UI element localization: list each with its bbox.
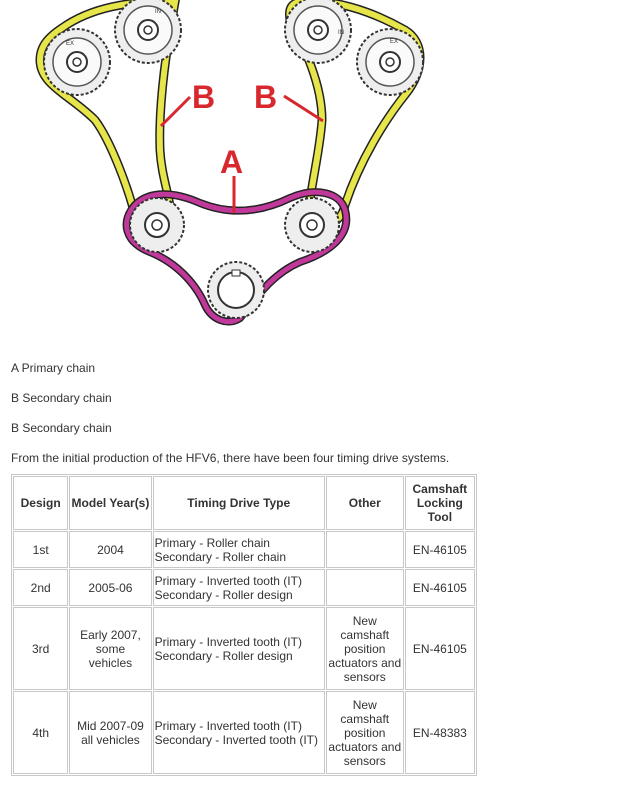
year-cell: 2004 <box>69 531 152 568</box>
label-b-left: B <box>192 79 215 115</box>
table-row: 2nd 2005-06 Primary - Inverted tooth (IT… <box>13 569 475 606</box>
label-a-callout: A <box>220 144 243 213</box>
right-intake-cam-sprocket: IN <box>284 0 352 64</box>
tool-cell: EN-48383 <box>404 691 475 774</box>
legend-item-a: A Primary chain <box>11 361 96 375</box>
label-a: A <box>220 144 243 180</box>
left-intake-cam-sprocket: IN <box>114 0 182 64</box>
design-cell: 2nd <box>13 569 69 606</box>
col-header-locking-tool: Camshaft Locking Tool <box>404 476 475 530</box>
sprocket-mark: EX <box>66 41 74 47</box>
col-header-design: Design <box>13 476 69 530</box>
left-exhaust-cam-sprocket: EX <box>43 28 111 96</box>
label-b-right-callout: B <box>254 79 324 123</box>
right-idler-sprocket <box>284 197 340 253</box>
design-cell: 1st <box>13 531 69 568</box>
sprocket-mark: IN <box>155 9 161 15</box>
other-cell: New camshaft position actuators and sens… <box>325 691 404 774</box>
left-idler-sprocket <box>129 197 185 253</box>
label-b-left-callout: B <box>159 79 215 128</box>
col-header-other: Other <box>325 476 404 530</box>
sprocket-mark: EX <box>390 39 398 45</box>
label-b-right: B <box>254 79 277 115</box>
table-row: 3rd Early 2007, some vehicles Primary - … <box>13 607 475 690</box>
drive-cell: Primary - Inverted tooth (IT) Secondary … <box>152 569 325 606</box>
design-cell: 3rd <box>13 607 69 690</box>
sprocket-mark: IN <box>338 30 344 36</box>
year-cell: Early 2007, some vehicles <box>69 607 152 690</box>
drive-cell: Primary - Inverted tooth (IT) Secondary … <box>152 607 325 690</box>
drive-cell: Primary - Inverted tooth (IT) Secondary … <box>152 691 325 774</box>
crankshaft-sprocket <box>207 261 265 319</box>
other-cell <box>325 531 404 568</box>
other-cell: New camshaft position actuators and sens… <box>325 607 404 690</box>
right-exhaust-cam-sprocket: EX <box>356 28 424 96</box>
tool-cell: EN-46105 <box>404 531 475 568</box>
table-row: 4th Mid 2007-09 all vehicles Primary - I… <box>13 691 475 774</box>
year-cell: 2005-06 <box>69 569 152 606</box>
table-row: 1st 2004 Primary - Roller chain Secondar… <box>13 531 475 568</box>
design-cell: 4th <box>13 691 69 774</box>
tool-cell: EN-46105 <box>404 607 475 690</box>
intro-text: From the initial production of the HFV6,… <box>11 451 450 465</box>
drive-cell: Primary - Roller chain Secondary - Rolle… <box>152 531 325 568</box>
timing-chain-diagram: EX IN IN EX A <box>35 0 425 326</box>
year-cell: Mid 2007-09 all vehicles <box>69 691 152 774</box>
primary-chain <box>122 188 351 326</box>
tool-cell: EN-46105 <box>404 569 475 606</box>
col-header-model-year: Model Year(s) <box>69 476 152 530</box>
timing-drive-table: Design Model Year(s) Timing Drive Type O… <box>11 474 477 776</box>
col-header-drive-type: Timing Drive Type <box>152 476 325 530</box>
table-header-row: Design Model Year(s) Timing Drive Type O… <box>13 476 475 530</box>
other-cell <box>325 569 404 606</box>
legend-item-b: B Secondary chain <box>11 391 112 405</box>
legend-item-b: B Secondary chain <box>11 421 112 435</box>
